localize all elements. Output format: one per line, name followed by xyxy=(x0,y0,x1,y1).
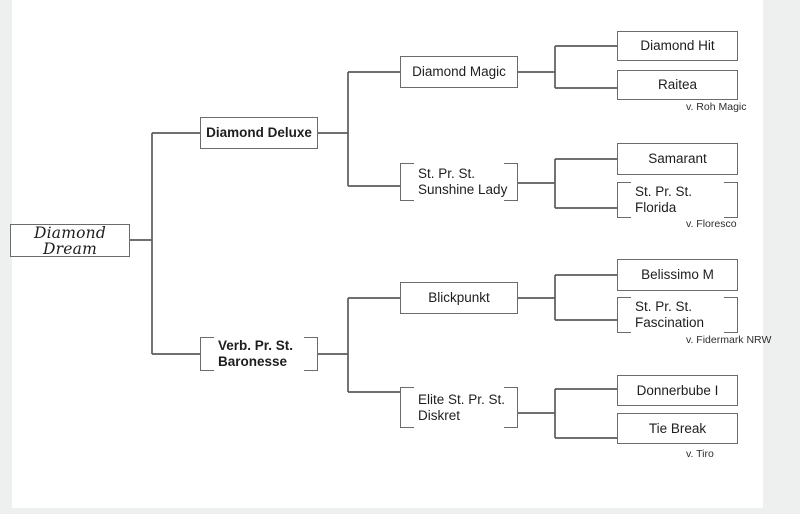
node-samarant: Samarant xyxy=(617,143,738,175)
node-raitea: Raitea xyxy=(617,70,738,100)
node-donnerbube-i: Donnerbube I xyxy=(617,375,738,406)
node-label: Diamond Deluxe xyxy=(206,125,312,140)
sire-line-caption-florida: v. Floresco xyxy=(686,218,737,230)
sire-line-caption-fascination: v. Fidermark NRW xyxy=(686,334,772,346)
sire-line-caption-raitea: v. Roh Magic xyxy=(686,101,747,113)
node-label: Donnerbube I xyxy=(636,382,719,398)
node-elite-st-pr-st-diskret: Elite St. Pr. St. Diskret xyxy=(400,387,518,428)
node-diamond-deluxe: Diamond Deluxe xyxy=(200,117,318,149)
node-label: Elite St. Pr. St. Diskret xyxy=(418,391,506,423)
frame-strip-right xyxy=(763,0,800,514)
node-st-pr-st-fascination: St. Pr. St. Fascination xyxy=(617,297,738,333)
node-label: St. Pr. St. Fascination xyxy=(635,299,705,330)
node-verb-pr-st-baronesse: Verb. Pr. St. Baronesse xyxy=(200,337,318,371)
node-label: St. Pr. St. Sunshine Lady xyxy=(418,166,508,197)
node-label: Tie Break xyxy=(648,420,707,436)
node-label: Verb. Pr. St. Baronesse xyxy=(218,338,294,369)
node-label: Diamond Hit xyxy=(640,38,715,53)
node-diamond-hit: Diamond Hit xyxy=(617,31,738,61)
node-label: Belissimo M xyxy=(641,267,714,282)
node-tie-break: Tie Break xyxy=(617,413,738,444)
node-diamond-dream: Diamond Dream xyxy=(10,224,130,257)
sire-line-caption-tie-break: v. Tiro xyxy=(686,448,714,460)
frame-strip-bottom xyxy=(0,508,763,514)
node-label: St. Pr. St. Florida xyxy=(635,184,693,215)
frame-strip-left xyxy=(0,0,12,514)
node-label: Blickpunkt xyxy=(428,290,490,305)
node-belissimo-m: Belissimo M xyxy=(617,259,738,291)
node-st-pr-st-florida: St. Pr. St. Florida xyxy=(617,182,738,218)
node-blickpunkt: Blickpunkt xyxy=(400,282,518,314)
node-st-pr-st-sunshine-lady: St. Pr. St. Sunshine Lady xyxy=(400,163,518,201)
node-label: Samarant xyxy=(648,151,707,166)
node-label: Diamond Magic xyxy=(412,64,506,79)
node-label: Raitea xyxy=(657,77,698,92)
node-label: Diamond Dream xyxy=(34,223,106,258)
node-diamond-magic: Diamond Magic xyxy=(400,56,518,88)
